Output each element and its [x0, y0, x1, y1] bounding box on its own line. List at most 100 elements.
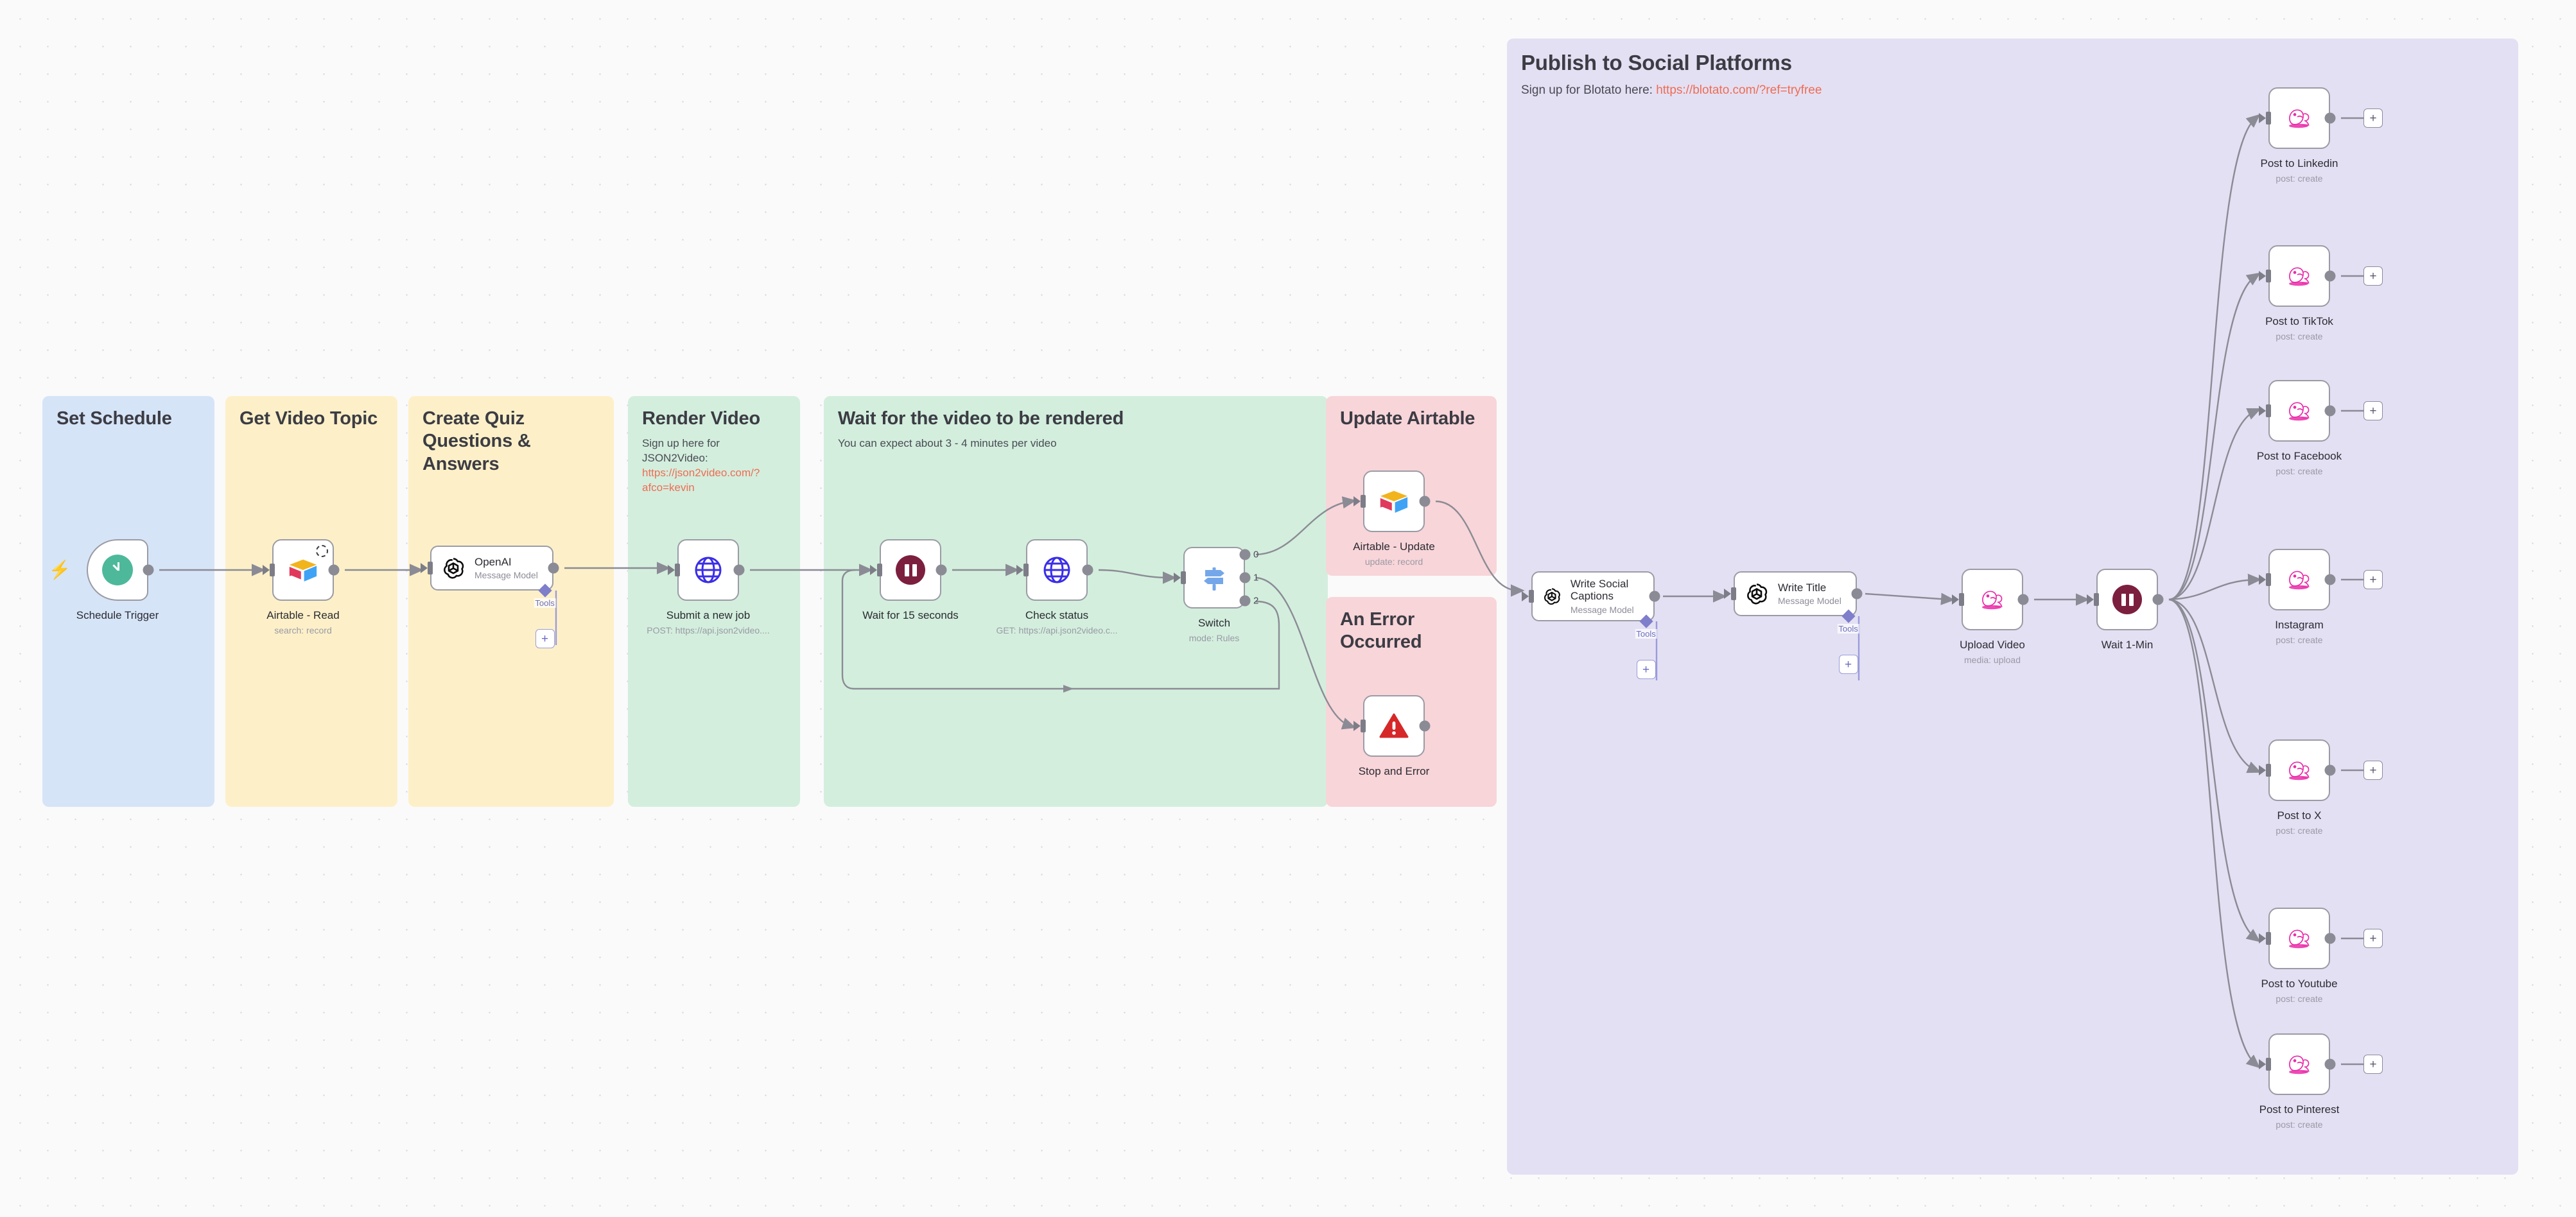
- pause-icon: [896, 555, 925, 585]
- node-schedule-trigger[interactable]: [87, 539, 148, 601]
- blotato-icon: [1982, 591, 2003, 610]
- add-tool-button[interactable]: +: [535, 629, 555, 648]
- output-port-wait-1-min[interactable]: [2152, 594, 2164, 605]
- node-post-to-tiktok[interactable]: [2268, 245, 2330, 307]
- node-inline-subtitle: Message Model: [474, 570, 538, 581]
- node-inline-title: OpenAI: [474, 555, 512, 568]
- add-tool-button[interactable]: +: [1838, 655, 1858, 674]
- output-port-airtable-update[interactable]: [1419, 496, 1431, 507]
- output-port-post-to-x[interactable]: [2324, 764, 2336, 776]
- node-post-to-youtube[interactable]: [2268, 908, 2330, 969]
- add-node-button-post-to-x[interactable]: +: [2363, 761, 2383, 780]
- output-port-stop-and-error[interactable]: [1419, 720, 1431, 732]
- input-port-write-title[interactable]: [1731, 587, 1736, 600]
- node-wait-1-min[interactable]: [2096, 569, 2158, 630]
- output-port-upload-video[interactable]: [2017, 594, 2029, 605]
- output-port-post-to-pinterest[interactable]: [2324, 1058, 2336, 1070]
- add-tool-button[interactable]: +: [1636, 660, 1656, 679]
- pause-icon: [2112, 585, 2142, 614]
- node-sublabel-post-to-pinterest: post: create: [2276, 1119, 2323, 1130]
- sticky-title: Get Video Topic: [239, 408, 378, 429]
- loading-spinner-icon: [316, 545, 328, 557]
- input-port-airtable-update[interactable]: [1361, 495, 1366, 508]
- output-port-airtable-read[interactable]: [328, 564, 340, 576]
- node-post-to-x[interactable]: [2268, 739, 2330, 801]
- node-check-status[interactable]: [1026, 539, 1088, 601]
- sticky-note-error-occurred[interactable]: An Error Occurred: [1326, 597, 1497, 807]
- node-sublabel-post-to-youtube: post: create: [2276, 994, 2323, 1004]
- output-port-write-title[interactable]: [1851, 588, 1863, 600]
- sticky-note-create-quiz[interactable]: Create Quiz Questions & Answers: [408, 396, 614, 807]
- blotato-icon: [2289, 402, 2310, 421]
- output-port-post-to-tiktok[interactable]: [2324, 270, 2336, 282]
- input-port-stop-and-error[interactable]: [1361, 720, 1366, 732]
- node-sublabel-post-to-linkedin: post: create: [2276, 173, 2323, 184]
- input-port-post-to-facebook[interactable]: [2266, 404, 2271, 417]
- input-port-airtable-read[interactable]: [270, 564, 275, 576]
- sticky-note-get-video-topic[interactable]: Get Video Topic: [225, 396, 397, 807]
- node-post-to-pinterest[interactable]: [2268, 1033, 2330, 1095]
- output-port-check-status[interactable]: [1082, 564, 1093, 576]
- input-port-write-social-captions[interactable]: [1529, 590, 1534, 603]
- output-port-post-to-linkedin[interactable]: [2324, 112, 2336, 124]
- input-port-post-to-instagram[interactable]: [2266, 573, 2271, 586]
- output-port-openai-quiz[interactable]: [548, 562, 559, 574]
- sticky-link[interactable]: https://json2video.com/?afco=kevin: [642, 467, 760, 494]
- node-inline-subtitle: Message Model: [1778, 596, 1841, 607]
- input-port-openai-quiz[interactable]: [428, 562, 433, 574]
- input-port-wait-1-min[interactable]: [2094, 593, 2099, 606]
- sticky-note-set-schedule[interactable]: Set Schedule: [42, 396, 214, 807]
- node-post-to-instagram[interactable]: [2268, 549, 2330, 610]
- node-post-to-linkedin[interactable]: [2268, 87, 2330, 149]
- node-airtable-read[interactable]: [272, 539, 334, 601]
- input-port-upload-video[interactable]: [1959, 593, 1964, 606]
- output-port-label: 2: [1253, 595, 1259, 607]
- output-port-post-to-instagram[interactable]: [2324, 574, 2336, 585]
- output-port-switch-0[interactable]: [1239, 549, 1251, 560]
- output-port-write-social-captions[interactable]: [1649, 591, 1660, 602]
- add-node-button-post-to-pinterest[interactable]: +: [2363, 1055, 2383, 1074]
- add-node-button-post-to-tiktok[interactable]: +: [2363, 266, 2383, 286]
- input-port-submit-job[interactable]: [675, 564, 680, 576]
- add-node-button-post-to-facebook[interactable]: +: [2363, 401, 2383, 420]
- output-port-submit-job[interactable]: [733, 564, 745, 576]
- node-label-post-to-x: Post to X: [2277, 809, 2322, 822]
- node-airtable-update[interactable]: [1363, 470, 1425, 532]
- lightning-bolt-icon: ⚡: [48, 560, 71, 580]
- node-submit-job[interactable]: [677, 539, 739, 601]
- input-port-post-to-linkedin[interactable]: [2266, 112, 2271, 125]
- sticky-subtitle-text: Sign up for Blotato here:: [1521, 83, 1653, 98]
- add-node-button-post-to-instagram[interactable]: +: [2363, 570, 2383, 589]
- input-port-wait-15-seconds[interactable]: [877, 564, 882, 576]
- sticky-title: Render Video: [642, 408, 761, 429]
- output-port-post-to-facebook[interactable]: [2324, 405, 2336, 417]
- input-port-post-to-youtube[interactable]: [2266, 932, 2271, 945]
- output-port-post-to-youtube[interactable]: [2324, 933, 2336, 944]
- node-openai-quiz[interactable]: OpenAI Message Model: [430, 546, 553, 591]
- input-port-post-to-pinterest[interactable]: [2266, 1058, 2271, 1071]
- output-port-switch-1[interactable]: [1239, 572, 1251, 583]
- warning-icon: [1379, 713, 1409, 738]
- output-port-schedule-trigger[interactable]: [143, 564, 154, 576]
- node-sublabel-post-to-x: post: create: [2276, 825, 2323, 836]
- blotato-icon: [2289, 109, 2310, 128]
- input-port-post-to-x[interactable]: [2266, 764, 2271, 777]
- add-node-button-post-to-linkedin[interactable]: +: [2363, 108, 2383, 128]
- node-upload-video[interactable]: [1962, 569, 2023, 630]
- sticky-title: Create Quiz Questions & Answers: [422, 408, 531, 474]
- node-switch[interactable]: [1183, 547, 1245, 608]
- node-stop-and-error[interactable]: [1363, 695, 1425, 757]
- input-port-switch[interactable]: [1181, 571, 1186, 584]
- node-wait-15-seconds[interactable]: [880, 539, 941, 601]
- output-port-wait-15-seconds[interactable]: [936, 564, 947, 576]
- add-node-button-post-to-youtube[interactable]: +: [2363, 929, 2383, 948]
- input-port-check-status[interactable]: [1023, 564, 1029, 576]
- output-port-switch-2[interactable]: [1239, 595, 1251, 607]
- node-post-to-facebook[interactable]: [2268, 380, 2330, 442]
- input-port-post-to-tiktok[interactable]: [2266, 270, 2271, 282]
- sticky-link[interactable]: https://blotato.com/?ref=tryfree: [1656, 83, 1822, 98]
